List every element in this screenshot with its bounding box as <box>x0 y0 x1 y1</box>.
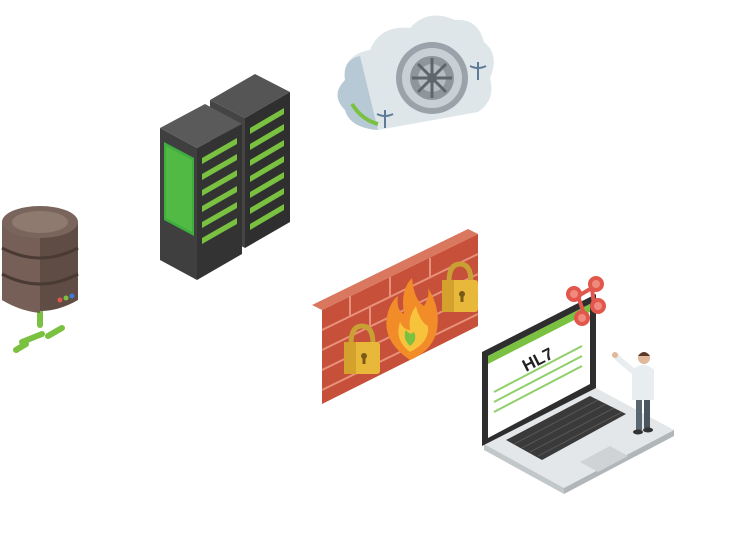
laptop-icon: HL7 <box>482 294 674 494</box>
person-icon <box>612 352 654 435</box>
cloud-vault-icon <box>337 15 494 130</box>
server-rack-icon <box>160 74 290 280</box>
database-icon <box>1 206 79 353</box>
firewall-icon <box>312 229 479 404</box>
network-nodes-icon <box>566 276 606 326</box>
